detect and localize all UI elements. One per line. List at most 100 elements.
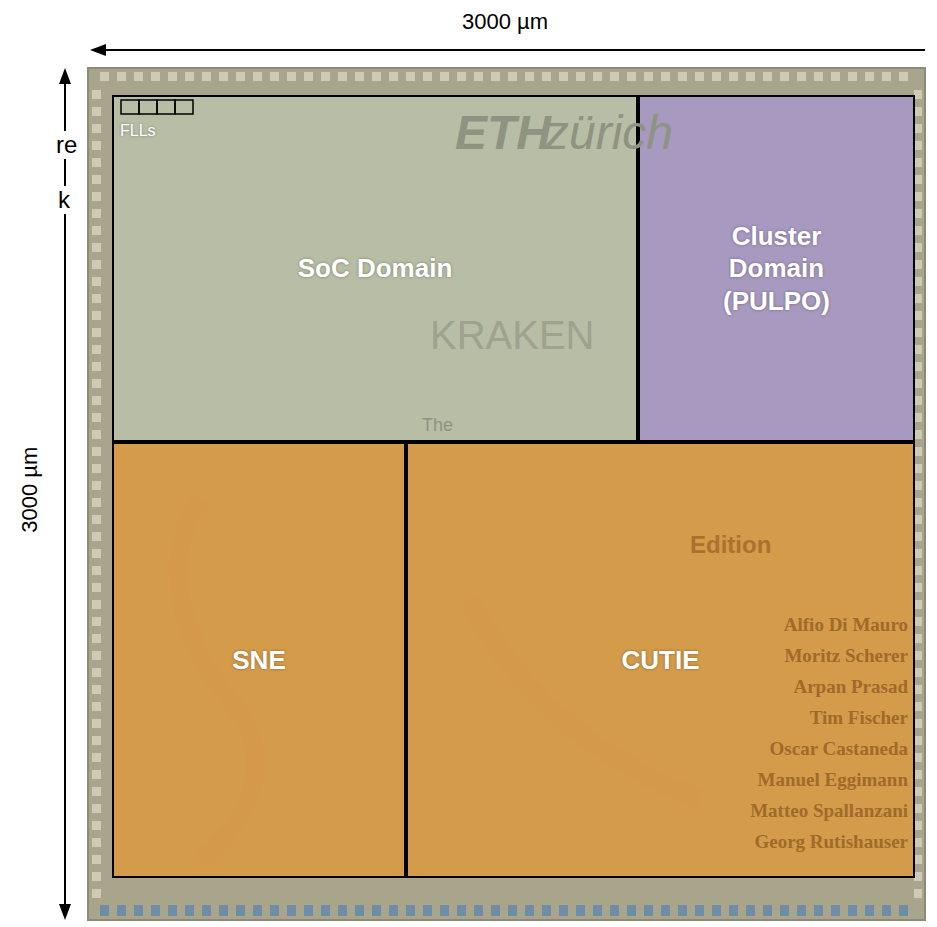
- bond-pad: [914, 583, 922, 592]
- bond-pad: [338, 72, 347, 81]
- bond-pad: [914, 396, 922, 405]
- slide-text-fragment: re: [56, 131, 77, 159]
- bond-pad: [914, 311, 922, 320]
- bond-pad: [440, 72, 449, 81]
- bond-pad: [914, 90, 922, 99]
- bond-pad: [559, 72, 568, 81]
- bond-pad: [508, 905, 517, 916]
- accelerator-block: SNE: [112, 442, 406, 878]
- bond-pad: [457, 905, 466, 916]
- bond-pad: [287, 72, 296, 81]
- bond-pad: [593, 905, 602, 916]
- bond-pad: [542, 905, 551, 916]
- bond-pad: [92, 719, 101, 728]
- bond-pad: [338, 905, 347, 916]
- bond-pad: [914, 702, 922, 711]
- bond-pad: [92, 753, 101, 762]
- bond-pad: [848, 905, 857, 916]
- bond-pad: [695, 905, 704, 916]
- dimension-line: [94, 49, 925, 51]
- bond-pad: [542, 72, 551, 81]
- bond-pad: [423, 905, 432, 916]
- bond-pad: [914, 124, 922, 133]
- bond-pad: [914, 481, 922, 490]
- bond-pad: [576, 72, 585, 81]
- bond-pad: [168, 72, 177, 81]
- bond-pad: [729, 905, 738, 916]
- bond-pad: [525, 905, 534, 916]
- watermark: Edition: [690, 531, 771, 559]
- bond-pad: [134, 72, 143, 81]
- bond-pad: [355, 72, 364, 81]
- bond-pad: [92, 821, 101, 830]
- bond-pad: [321, 905, 330, 916]
- bond-pad: [92, 600, 101, 609]
- bond-pad: [100, 905, 109, 916]
- bond-pad: [914, 243, 922, 252]
- bond-pad: [914, 566, 922, 575]
- watermark: ETH: [455, 105, 551, 160]
- bond-pad: [678, 905, 687, 916]
- bond-pad: [914, 855, 922, 864]
- bond-pad: [92, 651, 101, 660]
- bond-pad: [914, 277, 922, 286]
- bond-pad: [763, 905, 772, 916]
- bond-pad: [92, 617, 101, 626]
- bond-pad: [100, 72, 109, 81]
- bond-pad: [92, 396, 101, 405]
- bond-pad: [185, 905, 194, 916]
- bond-pad: [914, 515, 922, 524]
- bond-pad: [270, 905, 279, 916]
- bond-pad: [92, 107, 101, 116]
- watermark: Arpan Prasad: [793, 676, 908, 698]
- dimension-label: 3000 µm: [462, 9, 548, 34]
- bond-pad: [92, 668, 101, 677]
- bond-pad: [92, 736, 101, 745]
- bond-pad: [92, 549, 101, 558]
- bond-pad: [914, 447, 922, 456]
- bond-pad: [914, 413, 922, 422]
- bond-pad: [914, 328, 922, 337]
- bond-pad: [355, 905, 364, 916]
- bond-pad: [92, 566, 101, 575]
- block-label: CUTIE: [622, 644, 700, 677]
- watermark: The: [422, 415, 453, 436]
- bond-pad: [914, 294, 922, 303]
- bond-pad: [253, 905, 262, 916]
- arrow-head: [59, 68, 71, 84]
- die-body: [88, 68, 925, 920]
- bond-pad: [914, 719, 922, 728]
- bond-pad: [559, 905, 568, 916]
- bond-pad: [474, 72, 483, 81]
- bond-pad: [914, 600, 922, 609]
- bond-pad: [92, 685, 101, 694]
- bond-pad: [92, 90, 101, 99]
- bond-pad: [695, 72, 704, 81]
- bond-pad: [92, 175, 101, 184]
- bond-pad: [712, 905, 721, 916]
- bond-pad: [92, 192, 101, 201]
- bond-pad: [92, 804, 101, 813]
- bond-pad: [236, 72, 245, 81]
- bond-pad: [914, 889, 922, 898]
- block-label: Cluster Domain (PULPO): [692, 220, 862, 318]
- bond-pad: [914, 260, 922, 269]
- bond-pad: [92, 515, 101, 524]
- bond-pad: [746, 905, 755, 916]
- bond-pad: [92, 413, 101, 422]
- bond-pad: [914, 226, 922, 235]
- bond-pad: [92, 532, 101, 541]
- watermark: zürich: [545, 105, 673, 160]
- bond-pad: [92, 243, 101, 252]
- bond-pad: [914, 158, 922, 167]
- bond-pad: [576, 905, 585, 916]
- bond-pad: [814, 905, 823, 916]
- bond-pad: [914, 804, 922, 813]
- fll-cells: [120, 99, 196, 115]
- bond-pad: [914, 872, 922, 881]
- bond-pad: [92, 770, 101, 779]
- bond-pad: [92, 141, 101, 150]
- watermark: KRAKEN: [430, 312, 595, 358]
- power-domain: Cluster Domain (PULPO): [638, 95, 915, 442]
- bond-pad: [372, 905, 381, 916]
